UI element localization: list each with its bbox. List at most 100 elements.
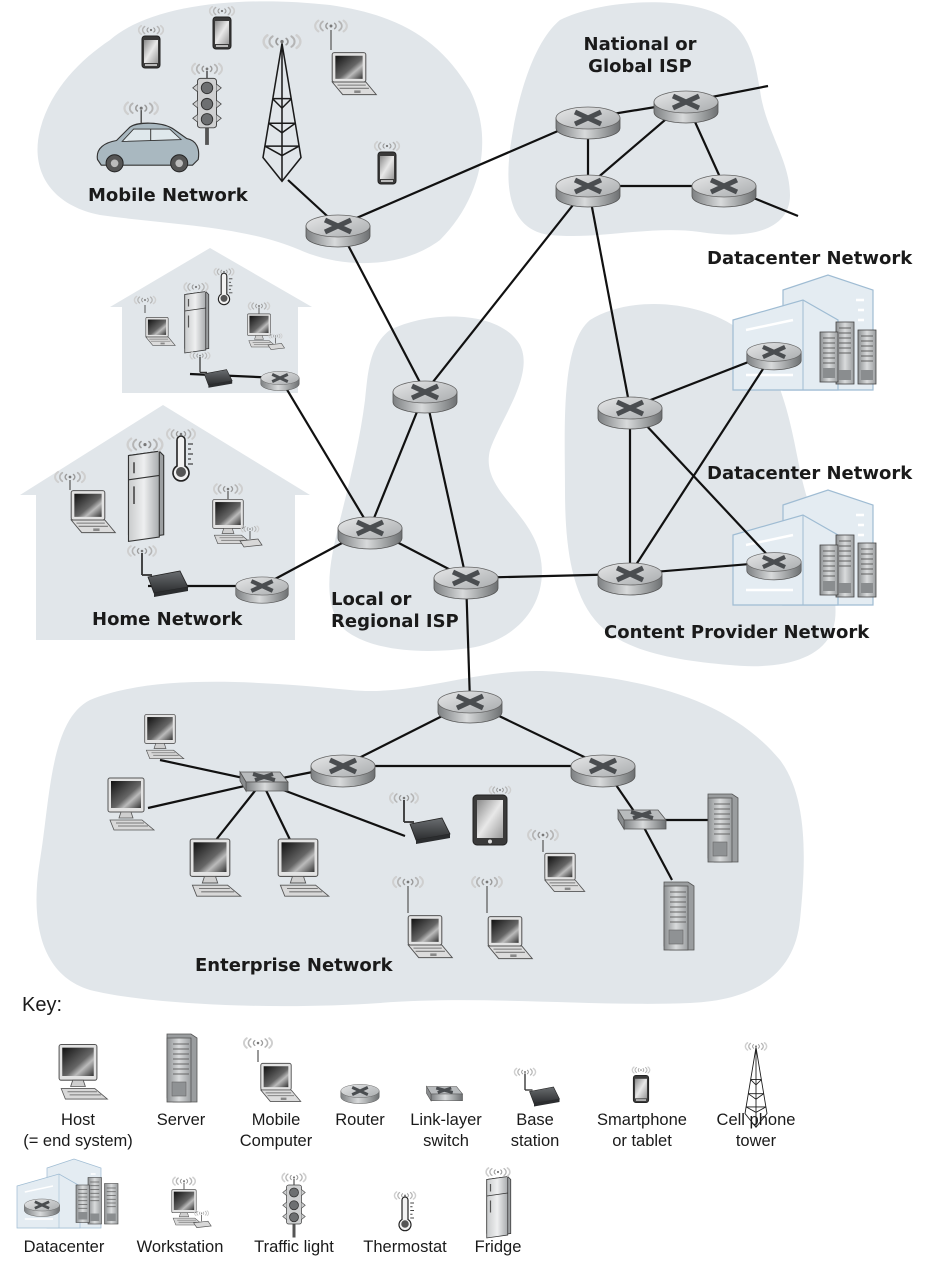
mobile-computer-icon bbox=[70, 490, 117, 534]
national-isp-label: National or Global ISP bbox=[565, 34, 715, 78]
key-thermostat-icon bbox=[393, 1191, 417, 1232]
wireless-signal-icon bbox=[513, 1067, 537, 1077]
router-icon bbox=[310, 754, 376, 788]
wireless-signal-icon bbox=[373, 140, 401, 152]
wireless-signal-icon bbox=[189, 351, 211, 360]
router-icon bbox=[653, 90, 719, 124]
host-icon bbox=[107, 777, 156, 831]
home-network-top-house bbox=[110, 248, 312, 393]
key-label-line1: Router bbox=[335, 1111, 385, 1129]
cell-tower-icon bbox=[262, 34, 302, 183]
network-link bbox=[279, 377, 371, 529]
router-icon bbox=[746, 342, 802, 371]
workstation-icon bbox=[247, 301, 286, 350]
wireless-signal-icon bbox=[183, 282, 209, 292]
smartphone-icon bbox=[212, 16, 232, 50]
router-icon bbox=[746, 552, 802, 581]
wireless-signal-icon bbox=[54, 470, 86, 484]
smartphone-icon bbox=[377, 151, 397, 185]
router-icon bbox=[433, 566, 499, 600]
mobile-network-cloud bbox=[37, 1, 483, 264]
router-icon bbox=[337, 516, 403, 550]
key-label-line1: Link-layer bbox=[410, 1111, 482, 1129]
devices-layer bbox=[54, 5, 877, 960]
host-icon bbox=[189, 838, 243, 897]
wireless-signal-icon bbox=[262, 34, 302, 50]
mobile-computer-icon bbox=[145, 317, 176, 346]
fridge-icon bbox=[126, 437, 165, 543]
wireless-signal-icon bbox=[744, 1042, 768, 1051]
thermostat-icon bbox=[166, 428, 196, 482]
enterprise-network-label: Enterprise Network bbox=[195, 955, 393, 976]
smartphone-icon bbox=[141, 35, 161, 69]
home-network-house bbox=[20, 405, 310, 640]
router-icon bbox=[555, 106, 621, 140]
wireless-signal-icon bbox=[137, 24, 165, 36]
key-label-router: Router bbox=[290, 1110, 430, 1131]
key-traffic-light-icon bbox=[281, 1172, 307, 1238]
regional-isp-label-line2: Regional ISP bbox=[331, 611, 459, 632]
wireless-signal-icon bbox=[213, 267, 235, 276]
wireless-signal-icon bbox=[126, 437, 164, 452]
key-mobile-computer-icon bbox=[259, 1062, 302, 1102]
base-station-icon bbox=[389, 792, 451, 844]
router-icon bbox=[437, 690, 503, 724]
key-label-line2: tower bbox=[735, 1132, 777, 1150]
key-label-line1: Fridge bbox=[474, 1238, 522, 1256]
wireless-signal-icon bbox=[127, 545, 157, 557]
national-isp-label-line1: National or bbox=[583, 34, 697, 55]
wireless-signal-icon bbox=[247, 301, 271, 311]
car-icon bbox=[96, 101, 200, 173]
key-icons-layer bbox=[16, 1033, 768, 1239]
server-rack-icon bbox=[75, 1177, 119, 1225]
key-label-thermostat: Thermostat bbox=[335, 1237, 475, 1258]
wireless-signal-icon bbox=[123, 101, 159, 116]
regional-isp-cloud bbox=[329, 316, 542, 651]
wireless-signal-icon bbox=[527, 828, 559, 842]
wireless-signal-icon bbox=[488, 785, 512, 795]
content-provider-network-label: Content Provider Network bbox=[604, 622, 870, 643]
traffic-light-icon bbox=[191, 62, 223, 145]
wireless-signal-icon bbox=[191, 62, 223, 76]
mobile-computer-icon bbox=[543, 852, 586, 892]
key-label-workstation: Workstation bbox=[110, 1237, 250, 1258]
regional-isp-label: Local or Regional ISP bbox=[331, 589, 459, 633]
wireless-signal-icon bbox=[213, 483, 243, 495]
network-link bbox=[629, 407, 775, 563]
network-link bbox=[368, 391, 427, 529]
router-icon bbox=[235, 576, 289, 604]
key-label-line1: Mobile bbox=[251, 1111, 301, 1129]
wireless-signal-icon bbox=[194, 1210, 210, 1217]
key-label-line1: Host bbox=[61, 1111, 95, 1129]
key-label-datacenter: Datacenter bbox=[0, 1237, 134, 1258]
key-base-station-icon bbox=[513, 1067, 560, 1107]
key-label-cell-tower: Cell phone tower bbox=[686, 1110, 826, 1152]
workstation-monitor-icon bbox=[171, 1189, 204, 1226]
datacenter-network-top-label: Datacenter Network bbox=[707, 248, 913, 269]
network-link bbox=[586, 185, 632, 409]
router-icon bbox=[392, 380, 458, 414]
key-label-line2: switch bbox=[423, 1132, 469, 1150]
wireless-signal-icon bbox=[389, 792, 419, 804]
wireless-signal-icon bbox=[240, 525, 260, 533]
server-icon bbox=[663, 881, 695, 951]
key-router-icon bbox=[340, 1084, 380, 1104]
key-label-line1: Cell phone bbox=[716, 1111, 796, 1129]
key-label-line1: Workstation bbox=[136, 1238, 224, 1256]
router-icon bbox=[305, 214, 371, 248]
base-station-icon bbox=[127, 545, 189, 597]
key-label-server: Server bbox=[111, 1110, 251, 1131]
wireless-signal-icon bbox=[208, 5, 236, 17]
key-label-host: Host (= end system) bbox=[8, 1110, 148, 1152]
server-rack-icon bbox=[819, 534, 877, 598]
network-link bbox=[639, 819, 673, 881]
datacenter-network-bottom-label: Datacenter Network bbox=[707, 463, 913, 484]
key-label-line2: (= end system) bbox=[23, 1132, 133, 1150]
router-icon bbox=[597, 562, 663, 596]
thermostat-icon bbox=[213, 267, 235, 306]
router-icon bbox=[260, 371, 300, 391]
wireless-signal-icon bbox=[314, 19, 348, 33]
wireless-signal-icon bbox=[133, 295, 157, 305]
mobile-computer-icon bbox=[407, 915, 454, 959]
